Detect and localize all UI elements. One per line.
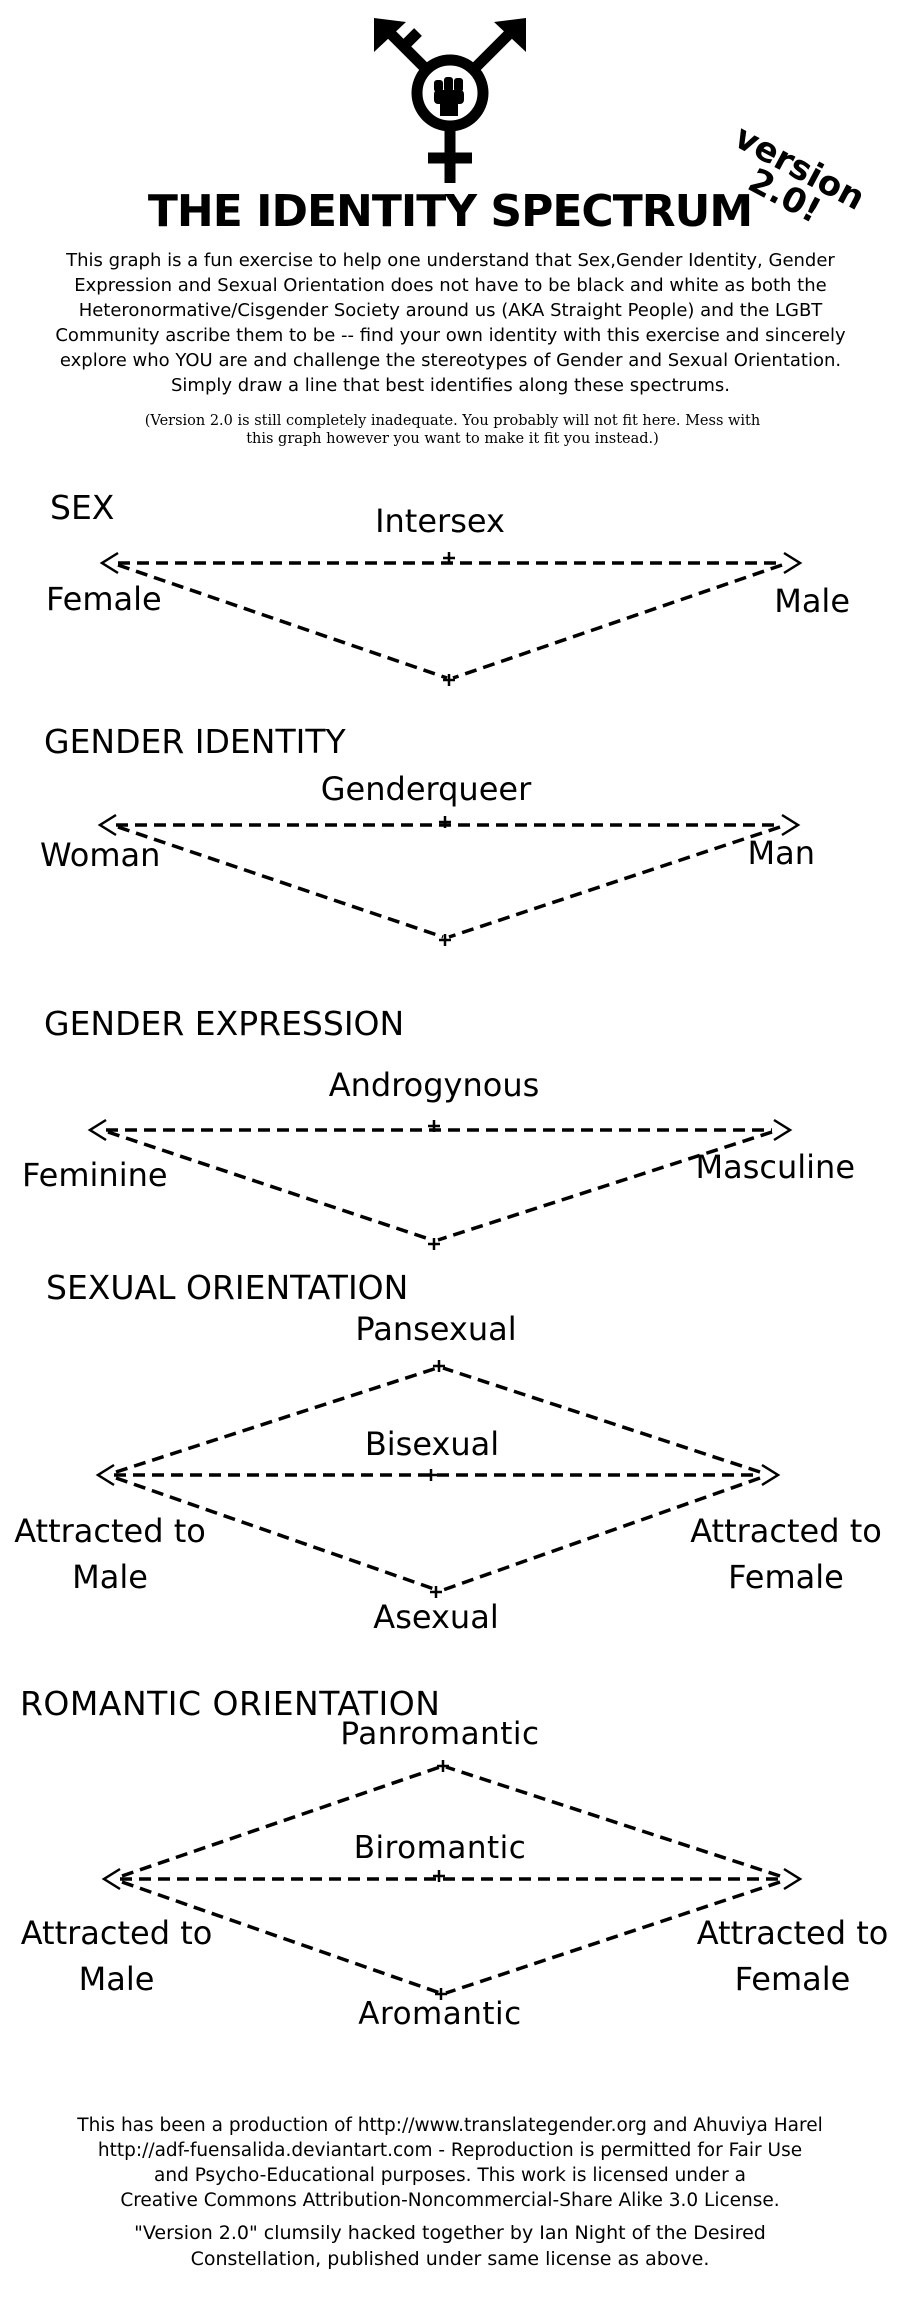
romantic-orientation-right-line2: Female <box>734 1960 851 1998</box>
romantic-orientation-middle-label: Biromantic <box>353 1830 527 1866</box>
footer-credits: This has been a production of http://www… <box>40 2113 860 2213</box>
sexual-orientation-middle-label: Bisexual <box>364 1425 500 1463</box>
sex-middle-label: Intersex <box>375 502 505 540</box>
gender-identity-left-label: Woman <box>40 836 161 874</box>
romantic-orientation-spectrum-lines <box>101 1760 803 2000</box>
romantic-orientation-bottom-label: Aromantic <box>358 1996 522 2032</box>
gender-identity-heading: GENDER IDENTITY <box>44 722 346 761</box>
sexual-orientation-spectrum-lines <box>95 1360 781 1598</box>
footer-credit-line-1: "Version 2.0" clumsily hacked together b… <box>134 2222 766 2244</box>
footer-line-1: This has been a production of http://www… <box>77 2115 823 2136</box>
sex-heading: SEX <box>50 488 115 527</box>
footer-line-2: http://adf-fuensalida.deviantart.com - R… <box>97 2140 803 2161</box>
footer-credit-line-2: Constellation, published under same lice… <box>190 2248 710 2270</box>
footer-line-3: and Psycho-Educational purposes. This wo… <box>154 2165 746 2186</box>
romantic-orientation-top-label: Panromantic <box>340 1716 540 1752</box>
footer-hack-credit: "Version 2.0" clumsily hacked together b… <box>60 2220 840 2272</box>
footer-line-4: Creative Commons Attribution-Noncommerci… <box>120 2190 780 2211</box>
sexual-orientation-top-label: Pansexual <box>355 1310 517 1348</box>
romantic-orientation-right-label: Attracted to Female <box>690 1910 895 2002</box>
sexual-orientation-left-label: Attracted to Male <box>10 1508 210 1600</box>
transgender-fist-icon <box>374 18 526 183</box>
intro-paragraph: This graph is a fun exercise to help one… <box>55 250 846 396</box>
gender-expression-left-label: Feminine <box>22 1156 168 1194</box>
sexual-orientation-heading: SEXUAL ORIENTATION <box>46 1268 409 1307</box>
sex-left-label: Female <box>46 580 162 618</box>
gender-expression-spectrum-lines <box>87 1118 793 1250</box>
sex-spectrum-lines <box>99 551 803 686</box>
sexual-orientation-right-line2: Female <box>728 1558 844 1596</box>
gender-identity-spectrum-lines <box>97 813 801 946</box>
sexual-orientation-left-line2: Male <box>72 1558 148 1596</box>
gender-expression-middle-label: Androgynous <box>328 1066 540 1104</box>
sexual-orientation-right-line1: Attracted to <box>690 1512 882 1550</box>
gender-expression-heading: GENDER EXPRESSION <box>44 1004 405 1043</box>
sexual-orientation-left-line1: Attracted to <box>14 1512 206 1550</box>
sex-right-label: Male <box>774 582 850 620</box>
gender-identity-right-label: Man <box>747 834 816 872</box>
romantic-orientation-left-line1: Attracted to <box>20 1914 213 1952</box>
version-note: (Version 2.0 is still completely inadequ… <box>144 413 761 447</box>
romantic-orientation-right-line1: Attracted to <box>696 1914 889 1952</box>
romantic-orientation-left-line2: Male <box>78 1960 155 1998</box>
page-title: THE IDENTITY SPECTRUM <box>147 186 753 237</box>
sexual-orientation-bottom-label: Asexual <box>373 1598 499 1636</box>
gender-expression-right-label: Masculine <box>695 1148 855 1186</box>
romantic-orientation-left-label: Attracted to Male <box>14 1910 219 2002</box>
romantic-orientation-heading: ROMANTIC ORIENTATION <box>20 1684 441 1723</box>
gender-identity-middle-label: Genderqueer <box>320 770 532 808</box>
sexual-orientation-right-label: Attracted to Female <box>686 1508 886 1600</box>
